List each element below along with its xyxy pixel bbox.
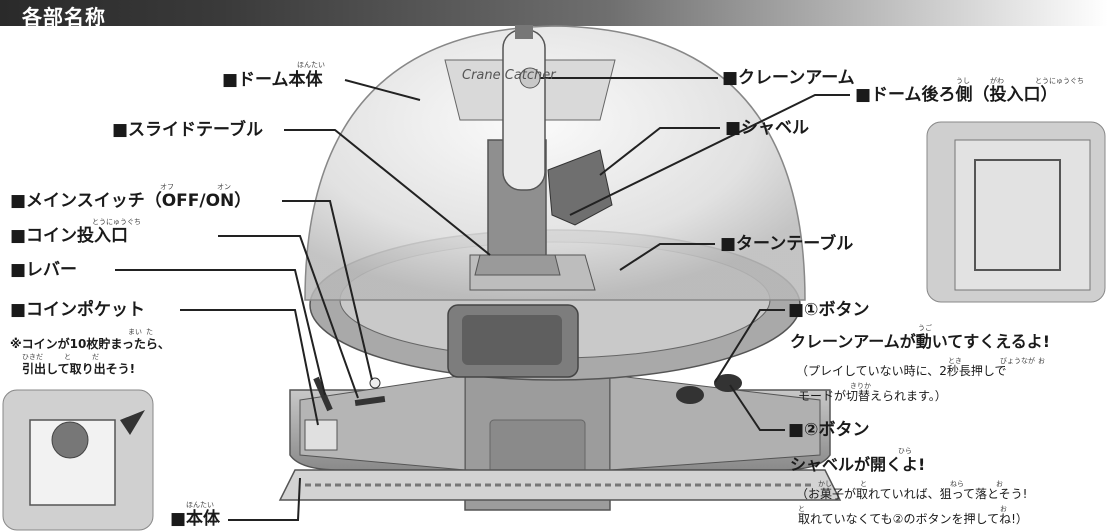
button1-note-2: モードが切替えられます。） — [798, 389, 947, 403]
label-shovel: ■シャベル — [725, 118, 810, 138]
label-dome-body: ■ドーム本体 — [222, 70, 323, 90]
ruby-tounyuuguchi-1: とうにゅうぐち — [92, 218, 141, 226]
ruby-toki: とき — [948, 357, 962, 365]
label-body: ■本体 — [170, 509, 221, 529]
button-2-shape — [714, 374, 742, 392]
ruby-gawa: がわ — [990, 77, 1004, 85]
section-header-bar: 各部名称 — [0, 0, 1108, 29]
ruby-tounyuuguchi-2: とうにゅうぐち — [1035, 77, 1084, 85]
ruby-to3: と — [798, 505, 805, 513]
label-button1-title: ■①ボタン — [788, 300, 870, 320]
ruby-hontai-2: ほんたい — [186, 501, 214, 509]
sign-text: Crane Catcher — [462, 68, 556, 83]
ruby-to2: と — [860, 480, 867, 488]
ruby-hira: ひら — [898, 447, 912, 455]
coin-note-2: 引出して取り出そう! — [22, 362, 136, 376]
ruby-on: オン — [217, 183, 231, 191]
button2-note-2: 取れていなくても②のボタンを押してね!） — [798, 512, 1028, 526]
lever-shape — [313, 376, 333, 412]
ruby-o2: お — [996, 480, 1003, 488]
ruby-hikida: ひきだ — [22, 353, 43, 361]
ruby-mai: まい — [128, 328, 142, 336]
ruby-kiri: きりか — [850, 382, 871, 390]
ruby-to: と — [64, 353, 71, 361]
ruby-o: お — [1038, 357, 1045, 365]
label-lever: ■レバー — [10, 260, 78, 280]
label-slide-table: ■スライドテーブル — [112, 120, 264, 140]
dome-shell — [304, 25, 806, 301]
label-button2-title: ■②ボタン — [788, 420, 870, 440]
ruby-da: だ — [92, 353, 99, 361]
ruby-ushi: うし — [956, 77, 970, 85]
ruby-ugo: うご — [918, 324, 932, 332]
label-coin-slot: ■コイン投入口 — [10, 226, 129, 246]
shovel-shape — [547, 149, 613, 226]
ruby-ta: た — [146, 328, 153, 336]
coin-slot-shape — [354, 395, 386, 407]
label-main-switch: ■メインスイッチ（OFF/ON） — [10, 191, 252, 211]
section-title: 各部名称 — [22, 5, 106, 29]
main-switch-shape — [369, 377, 381, 389]
button2-note-1: （お菓子が取れていれば、狙って落とそう! — [796, 487, 1028, 501]
ruby-nera: ねら — [950, 480, 964, 488]
dome-rear-inset — [926, 121, 1106, 303]
button1-note-1: （プレイしていない時に、2秒長押しで — [796, 364, 1007, 378]
label-button1-desc: クレーンアームが動いてすくえるよ! — [790, 332, 1051, 351]
crane-arm-shape — [502, 25, 546, 191]
label-dome-rear: ■ドーム後ろ側（投入口） — [855, 85, 1058, 105]
ruby-byounaga: びょうなが — [1000, 357, 1035, 365]
ruby-o3: お — [1000, 505, 1007, 513]
label-turntable: ■ターンテーブル — [720, 234, 854, 254]
coin-pocket-shape — [304, 419, 338, 451]
label-crane-arm: ■クレーンアーム — [722, 68, 855, 88]
label-button2-desc: シャベルが開くよ! — [790, 455, 926, 474]
machine-base — [278, 374, 842, 511]
ruby-hontai-1: ほんたい — [297, 61, 325, 69]
coin-note-1: ※コインが10枚貯まったら、 — [10, 337, 170, 351]
coin-pocket-inset — [2, 389, 154, 531]
button-1-shape — [676, 386, 704, 404]
ruby-ofu: オフ — [160, 183, 174, 191]
ruby-kashi: かし — [818, 480, 832, 488]
label-coin-pocket: ■コインポケット — [10, 300, 146, 320]
leader-lines — [115, 77, 850, 521]
